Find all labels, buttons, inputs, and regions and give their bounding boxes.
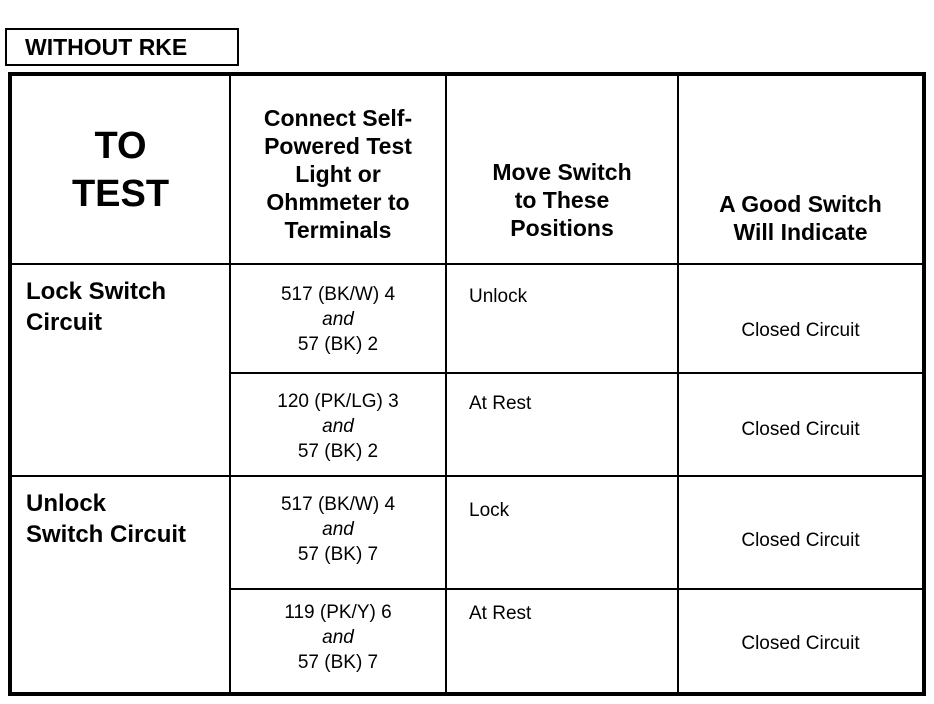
position-cell: At Rest — [469, 603, 532, 624]
header-connect-line: Connect Self- — [263, 105, 413, 131]
table-border-top — [8, 72, 926, 76]
result-cell: Closed Circuit — [741, 530, 860, 551]
terminals-cell: 517 (BK/W) 4 and 57 (BK) 7 — [231, 478, 445, 567]
and-connector: and — [322, 309, 354, 330]
col-divider — [677, 74, 679, 694]
header-connect-line: Light or — [295, 161, 381, 187]
position-cell: Unlock — [469, 286, 528, 307]
position-cell: At Rest — [469, 393, 532, 414]
and-connector: and — [322, 627, 354, 648]
header-move: Move Switch to These Positions — [447, 158, 677, 242]
result-cell: Closed Circuit — [741, 320, 860, 341]
header-good: A Good Switch Will Indicate — [679, 190, 922, 246]
terminal-2: 57 (BK) 2 — [297, 441, 379, 462]
row-divider — [10, 263, 924, 265]
header-connect-line: Ohmmeter to — [266, 189, 410, 215]
table-title: WITHOUT RKE — [5, 28, 239, 66]
terminal-2: 57 (BK) 7 — [297, 652, 379, 673]
table-border-right — [922, 72, 926, 696]
terminals-cell: 119 (PK/Y) 6 and 57 (BK) 7 — [231, 586, 445, 675]
row-divider — [10, 475, 924, 477]
row-label-unlock-switch: Unlock Switch Circuit — [12, 478, 229, 550]
and-connector: and — [322, 416, 354, 437]
header-good-line: Will Indicate — [733, 219, 868, 245]
result-cell: Closed Circuit — [741, 632, 860, 654]
row-label-line: Lock Switch — [26, 278, 167, 305]
row-divider — [230, 372, 924, 374]
terminal-2: 57 (BK) 2 — [297, 334, 379, 355]
col-divider — [229, 74, 231, 694]
result-cell: Closed Circuit — [741, 419, 860, 440]
col-divider — [445, 74, 447, 694]
table-border-bottom — [8, 692, 926, 696]
row-label-line: Switch Circuit — [26, 521, 187, 548]
terminals-cell: 517 (BK/W) 4 and 57 (BK) 2 — [231, 268, 445, 357]
header-connect: Connect Self- Powered Test Light or Ohmm… — [231, 104, 445, 244]
terminals-cell: 120 (PK/LG) 3 and 57 (BK) 2 — [231, 375, 445, 464]
header-connect-line: Powered Test — [264, 133, 412, 159]
row-divider — [230, 588, 924, 590]
header-to-test-line: TEST — [71, 172, 170, 215]
header-move-line: Positions — [510, 215, 614, 241]
row-label-line: Unlock — [26, 490, 107, 517]
terminal-2: 57 (BK) 7 — [297, 544, 379, 565]
table-border-left — [8, 72, 12, 696]
header-move-line: Move Switch — [492, 159, 632, 185]
terminal-1: 120 (PK/LG) 3 — [277, 391, 399, 412]
position-cell: Lock — [469, 500, 510, 521]
terminal-1: 517 (BK/W) 4 — [280, 284, 396, 305]
terminal-1: 119 (PK/Y) 6 — [284, 602, 392, 623]
header-to-test-line: TO — [94, 124, 147, 167]
terminal-1: 517 (BK/W) 4 — [280, 494, 396, 515]
header-to-test: TO TEST — [12, 76, 229, 263]
header-move-line: to These — [514, 187, 610, 213]
row-label-lock-switch: Lock Switch Circuit — [12, 266, 229, 338]
header-good-line: A Good Switch — [719, 191, 882, 217]
and-connector: and — [322, 519, 354, 540]
header-connect-line: Terminals — [284, 217, 392, 243]
row-label-line: Circuit — [26, 309, 103, 336]
